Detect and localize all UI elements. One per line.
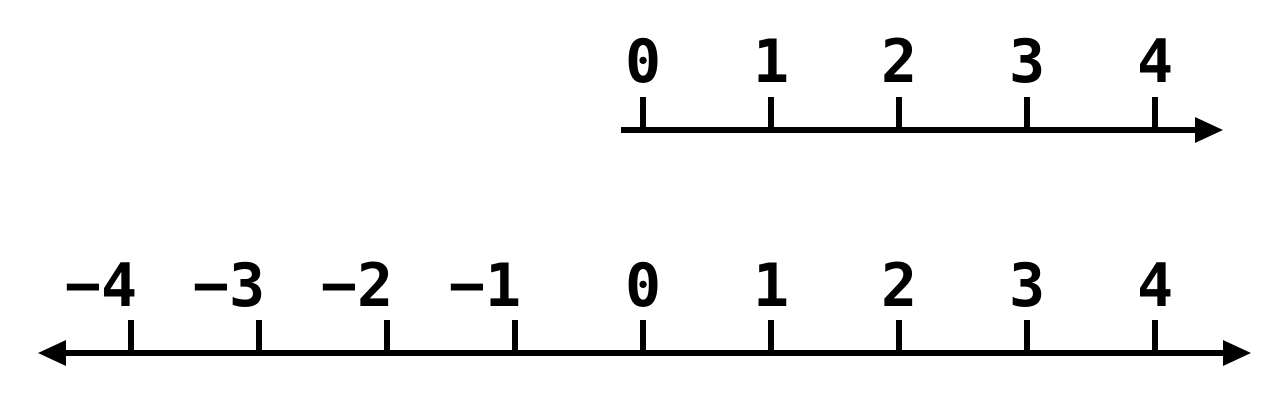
tick-label: −2: [321, 251, 393, 321]
tick-label: 2: [881, 251, 917, 321]
tick-label: 2: [881, 27, 917, 97]
tick-label: 3: [1009, 27, 1045, 97]
right-arrow-icon: [1195, 117, 1223, 143]
tick-label: −3: [193, 251, 265, 321]
tick-label: 0: [625, 251, 661, 321]
tick-label: −1: [449, 251, 521, 321]
whole-number-line: 0 1 2 3 4: [621, 27, 1223, 143]
left-arrow-icon: [38, 340, 66, 366]
tick-label: 0: [625, 27, 661, 97]
tick-label: 4: [1137, 27, 1173, 97]
tick-label: 3: [1009, 251, 1045, 321]
right-arrow-icon: [1223, 340, 1251, 366]
tick-label: 4: [1137, 251, 1173, 321]
tick-label: −4: [65, 251, 137, 321]
tick-label: 1: [753, 251, 789, 321]
integer-number-line: −4 −3 −2 −1 0 1 2 3 4: [38, 251, 1251, 366]
tick-label: 1: [753, 27, 789, 97]
